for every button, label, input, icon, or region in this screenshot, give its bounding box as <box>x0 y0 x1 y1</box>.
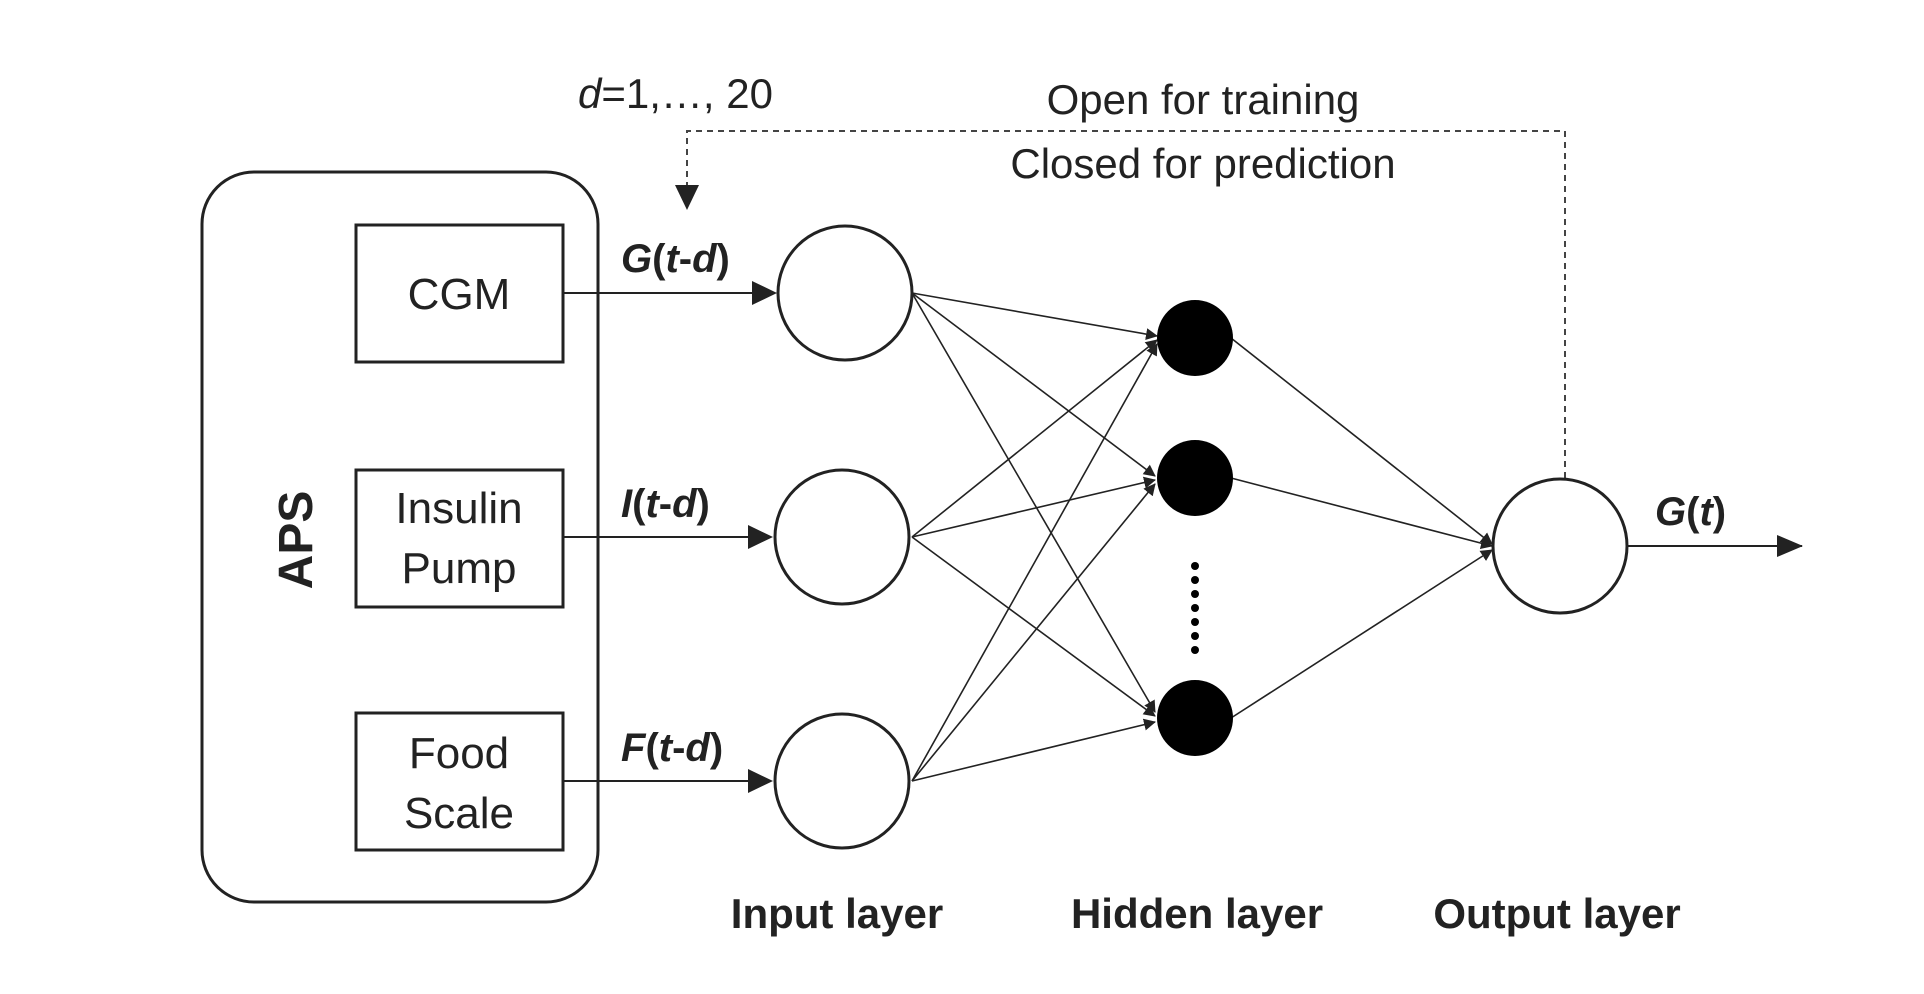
insulin-pump-label-line1: Insulin <box>395 484 522 533</box>
edge-i3-h1 <box>911 343 1158 782</box>
input-layer-nodes <box>773 224 914 850</box>
ellipsis-dot <box>1191 576 1199 584</box>
input-layer-label: Input layer <box>731 890 943 937</box>
hidden-node <box>1157 440 1233 516</box>
input-node <box>773 468 911 606</box>
insulin-pump-box <box>354 468 565 609</box>
feedback-arrowhead <box>675 185 699 210</box>
edge-i2-h3 <box>911 536 1156 717</box>
arrowhead-food <box>748 769 773 793</box>
ellipsis-dot <box>1191 590 1199 598</box>
edge-i1-h3 <box>911 292 1156 713</box>
edge-i3-h3 <box>911 718 1156 782</box>
signal-label-insulin: I(t-d) <box>621 482 710 526</box>
ellipsis-dot <box>1191 562 1199 570</box>
edge-i3-h2 <box>911 483 1156 782</box>
insulin-pump-label-line2: Pump <box>402 544 517 593</box>
signal-label-glucose: G(t-d) <box>621 237 730 281</box>
edge-h2-out <box>1230 477 1493 550</box>
hidden-node <box>1157 300 1233 376</box>
output-signal-label: G(t) <box>1655 490 1726 534</box>
delay-label: d=1,…, 20 <box>578 70 773 117</box>
feedback-note-prediction: Closed for prediction <box>1010 140 1395 187</box>
feedback-dashed-line <box>686 130 1566 478</box>
hidden-output-connections <box>1230 337 1493 719</box>
food-scale-label-line2: Scale <box>404 789 514 838</box>
output-node <box>1491 477 1629 615</box>
ellipsis-dot <box>1191 632 1199 640</box>
ellipsis-dot <box>1191 604 1199 612</box>
output-layer-label: Output layer <box>1433 890 1680 937</box>
hidden-layer-nodes <box>1157 300 1233 756</box>
aps-container <box>200 170 600 904</box>
edge-h1-out <box>1230 337 1493 545</box>
food-scale-label-line1: Food <box>409 729 509 778</box>
aps-system: APS CGM Insulin Pump Food Scale <box>200 170 600 904</box>
edge-i1-h2 <box>911 292 1156 477</box>
ellipsis-dots <box>1191 562 1199 654</box>
edge-h3-out <box>1230 549 1493 719</box>
feedback-loop <box>675 130 1566 478</box>
feedback-note-training: Open for training <box>1047 76 1360 123</box>
input-node <box>773 712 911 850</box>
edge-i2-h1 <box>911 339 1158 538</box>
arrowhead-cgm <box>752 281 777 305</box>
ellipsis-dot <box>1191 646 1199 654</box>
input-node <box>776 224 914 362</box>
edge-i2-h2 <box>911 476 1156 538</box>
hidden-layer-label: Hidden layer <box>1071 890 1323 937</box>
signal-label-food: F(t-d) <box>621 726 723 770</box>
input-arrows <box>563 281 777 793</box>
input-hidden-connections <box>911 292 1158 782</box>
aps-label: APS <box>270 491 323 590</box>
cgm-label: CGM <box>408 270 511 319</box>
hidden-node <box>1157 680 1233 756</box>
ellipsis-dot <box>1191 618 1199 626</box>
arrowhead-insulin <box>748 525 773 549</box>
edge-i1-h1 <box>911 292 1158 341</box>
